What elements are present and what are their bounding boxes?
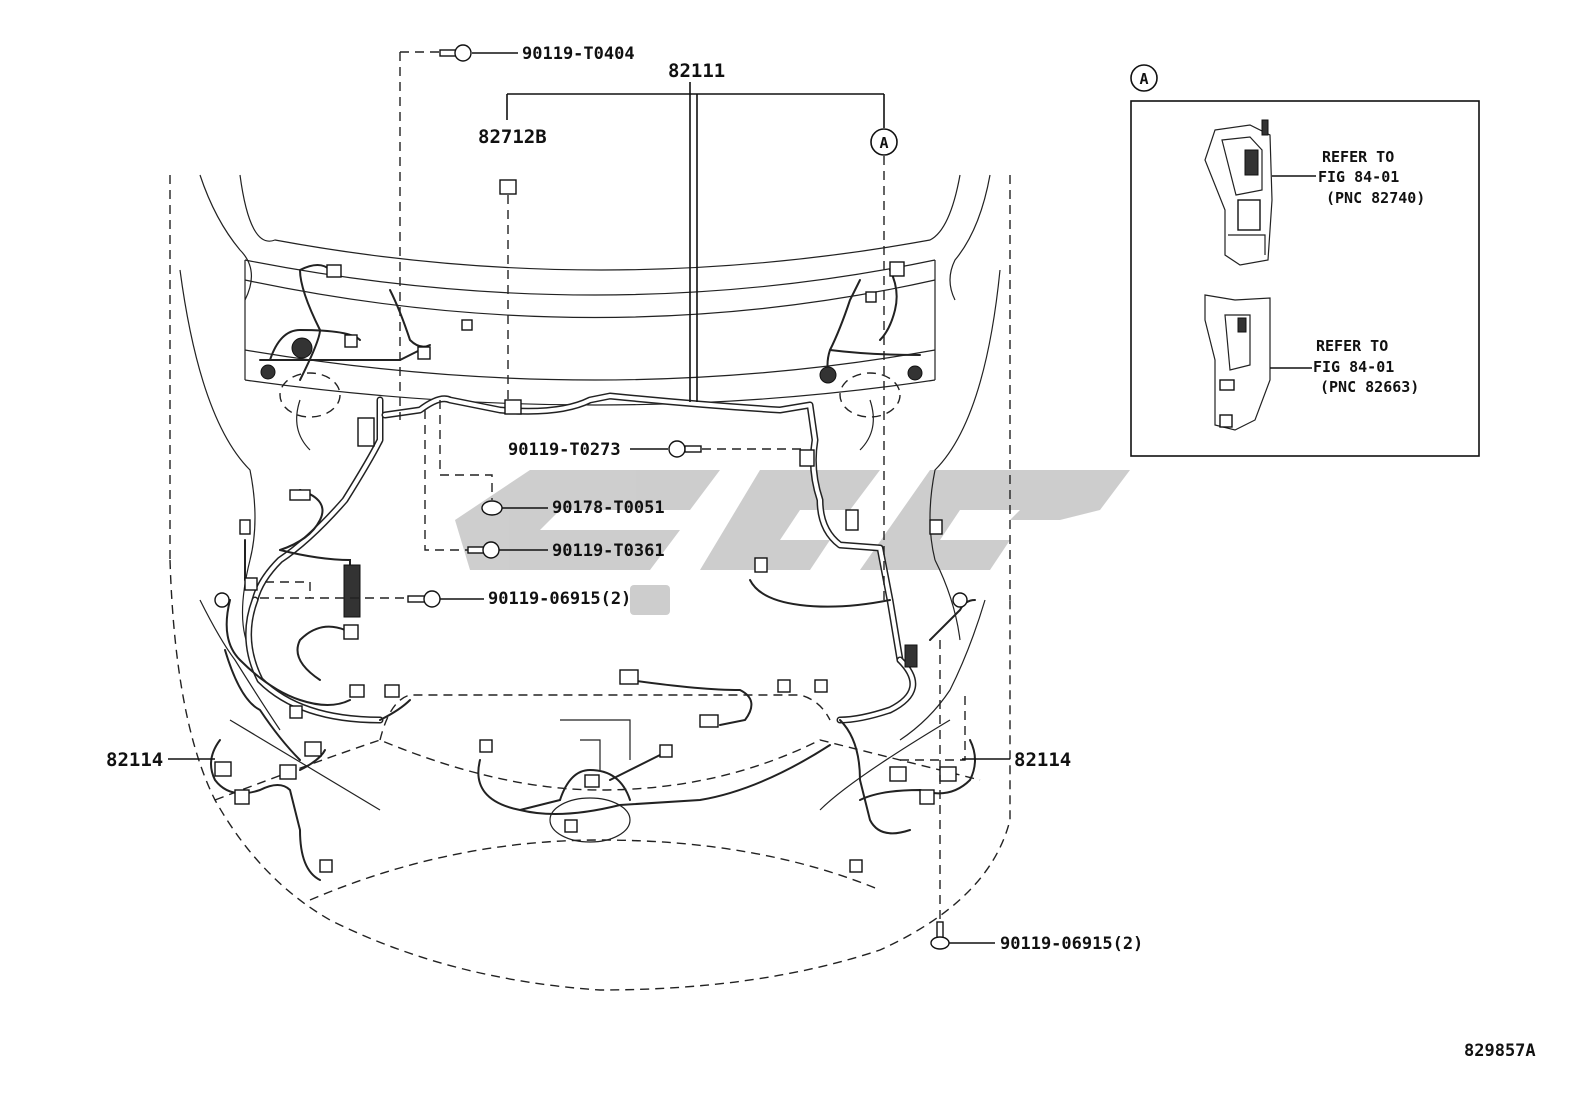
inset-frame: [1130, 100, 1480, 457]
ref1-line2: FIG 84-01: [1318, 168, 1399, 186]
bolt-icon-06915-lower: [930, 921, 950, 950]
label-82114-left: 82114: [106, 749, 163, 771]
ref2-line2: FIG 84-01: [1313, 358, 1394, 376]
main-harness: [245, 392, 917, 724]
branch-wires: [210, 264, 976, 881]
label-90119-t0404: 90119-T0404: [522, 44, 635, 64]
label-90119-t0361: 90119-T0361: [552, 541, 665, 561]
label-90178-t0051: 90178-T0051: [552, 498, 665, 518]
ref2-line1: REFER TO: [1316, 337, 1388, 355]
ref1-line1: REFER TO: [1322, 148, 1394, 166]
engine-bay-body: [179, 174, 1001, 843]
ref2-line3: (PNC 82663): [1320, 378, 1419, 396]
watermark-logo: [455, 470, 1130, 615]
callout-a-main: A: [870, 128, 898, 156]
callout-a-main-letter: A: [879, 134, 888, 152]
leader-lines: [168, 51, 1010, 944]
label-90119-06915-lower: 90119-06915(2): [1000, 934, 1143, 954]
label-82712b: 82712B: [478, 126, 547, 148]
callout-a-inset-letter: A: [1139, 70, 1148, 88]
bracket-drawing: [1204, 294, 1271, 431]
label-90119-06915-upper: 90119-06915(2): [488, 589, 631, 609]
label-82114-right: 82114: [1014, 749, 1071, 771]
bolt-icon-t0273: [668, 440, 702, 458]
figure-code: 829857A: [1464, 1041, 1536, 1061]
bolt-icon-t0404: [439, 44, 472, 62]
connectors: [214, 179, 968, 873]
relay-block-drawing: [1204, 119, 1273, 266]
inset-a: A REFER TO FIG 84-01 (PNC 82740) REFER T…: [1130, 64, 1480, 457]
part-labels: 82111 82712B 90119-T0404 90119-T0273 901…: [106, 44, 1536, 1061]
clip-icon-t0051: [481, 500, 503, 516]
label-90119-t0273: 90119-T0273: [508, 440, 621, 460]
label-82111: 82111: [668, 60, 725, 82]
car-body-outline: [169, 175, 1011, 991]
bolt-icon-06915-upper: [407, 590, 441, 608]
ref1-line3: (PNC 82740): [1326, 189, 1425, 207]
fasteners: [407, 44, 950, 950]
